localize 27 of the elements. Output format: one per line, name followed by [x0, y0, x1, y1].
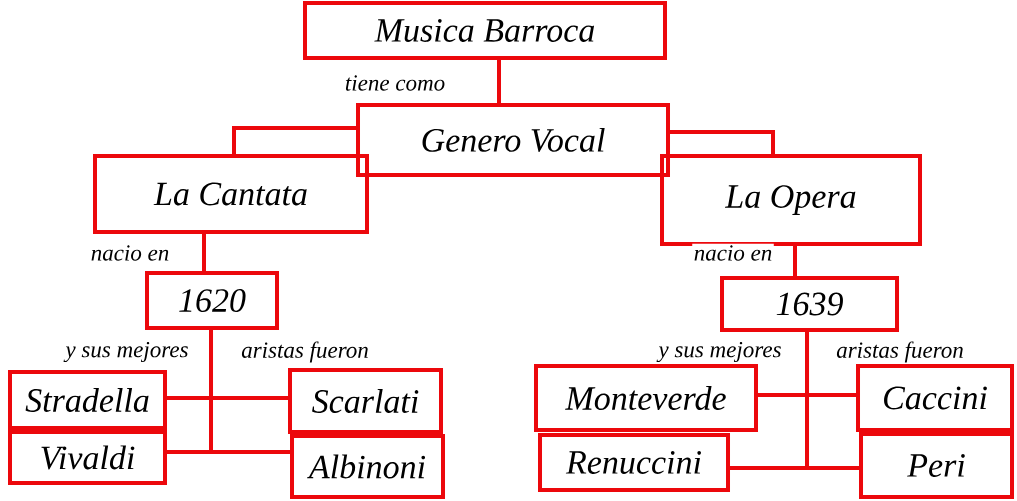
concept-box: Renuccini: [538, 433, 730, 492]
concept-box: Scarlati: [288, 368, 443, 434]
concept-box: Caccini: [856, 364, 1014, 432]
connector-line: [805, 332, 859, 470]
connector-line: [670, 130, 775, 154]
concept-box: 1620: [145, 271, 279, 330]
concept-box: 1639: [720, 276, 899, 332]
concept-box: La Cantata: [93, 154, 369, 234]
concept-box: Stradella: [8, 370, 167, 430]
connector-line: [202, 234, 206, 271]
concept-box: Peri: [859, 432, 1014, 499]
concept-box: Albinoni: [290, 434, 445, 499]
edge-label: tiene como: [343, 73, 447, 93]
connector-line: [793, 246, 797, 276]
edge-label: y sus mejores: [656, 340, 784, 364]
edge-label: aristas fueron: [239, 339, 371, 365]
concept-box: Monteverde: [534, 364, 758, 432]
connector-line: [497, 60, 501, 103]
edge-label: aristas fueron: [834, 339, 966, 365]
concept-box: La Opera: [660, 154, 922, 246]
edge-label: nacio en: [89, 243, 171, 263]
connector-line: [209, 330, 290, 454]
edge-label: y sus mejores: [63, 340, 191, 364]
concept-box: Vivaldi: [8, 430, 167, 485]
concept-box: Genero Vocal: [356, 103, 670, 177]
connector-line: [232, 126, 356, 154]
concept-box: Musica Barroca: [303, 1, 667, 60]
